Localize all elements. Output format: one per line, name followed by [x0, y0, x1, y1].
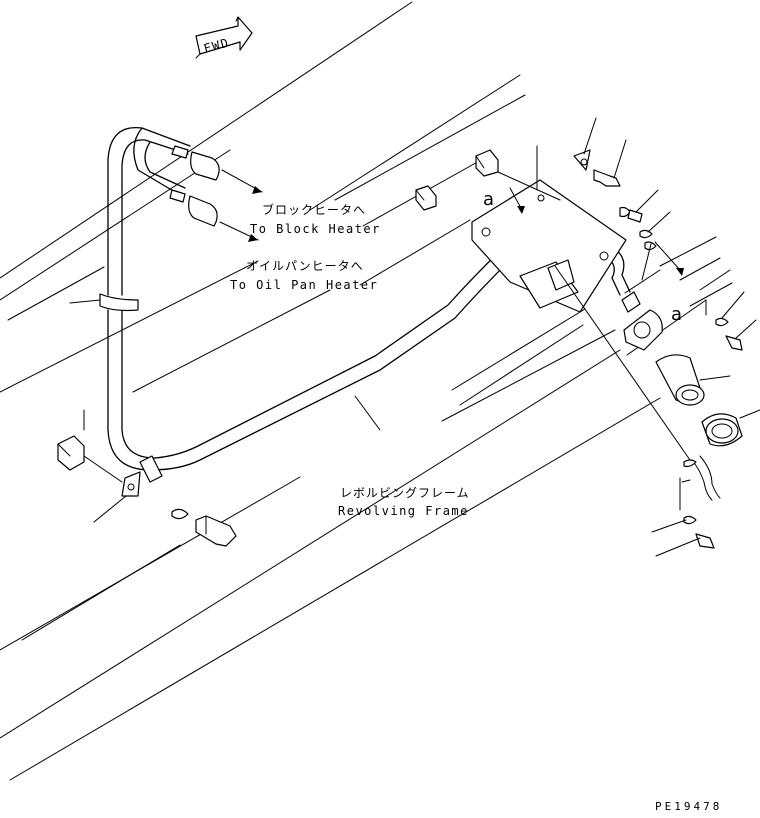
fwd-label: FWD: [202, 35, 231, 55]
revolving-frame-label-en: Revolving Frame: [338, 504, 469, 518]
bolt-washer-set-right: [651, 291, 757, 557]
bolt-washer-set: [573, 117, 671, 281]
oil-pan-heater-connector: [169, 189, 259, 242]
frame-outline-lines: [0, 1, 733, 781]
oil-pan-heater-label-jp: オイルパンヒータへ: [246, 259, 364, 273]
block-heater-connector: [171, 145, 263, 194]
detail-leader-lines: [497, 171, 707, 511]
fwd-arrow-icon: FWD: [195, 16, 253, 59]
bottom-bolt-washer: [171, 508, 237, 547]
detail-mark-a-2: a: [671, 304, 682, 325]
hose-clamp: [69, 293, 163, 523]
block-heater-label-en: To Block Heater: [250, 222, 381, 236]
drawing-code: PE19478: [655, 800, 722, 813]
receptacle-bracket: [471, 145, 627, 313]
revolving-frame-label-jp: レボルビングフレーム: [340, 486, 470, 500]
block-heater-label-jp: ブロックヒータへ: [262, 202, 366, 217]
detail-mark-a-1: a: [483, 189, 494, 210]
receptacle-assembly: [621, 291, 760, 501]
oil-pan-heater-label-en: To Oil Pan Heater: [230, 278, 378, 292]
